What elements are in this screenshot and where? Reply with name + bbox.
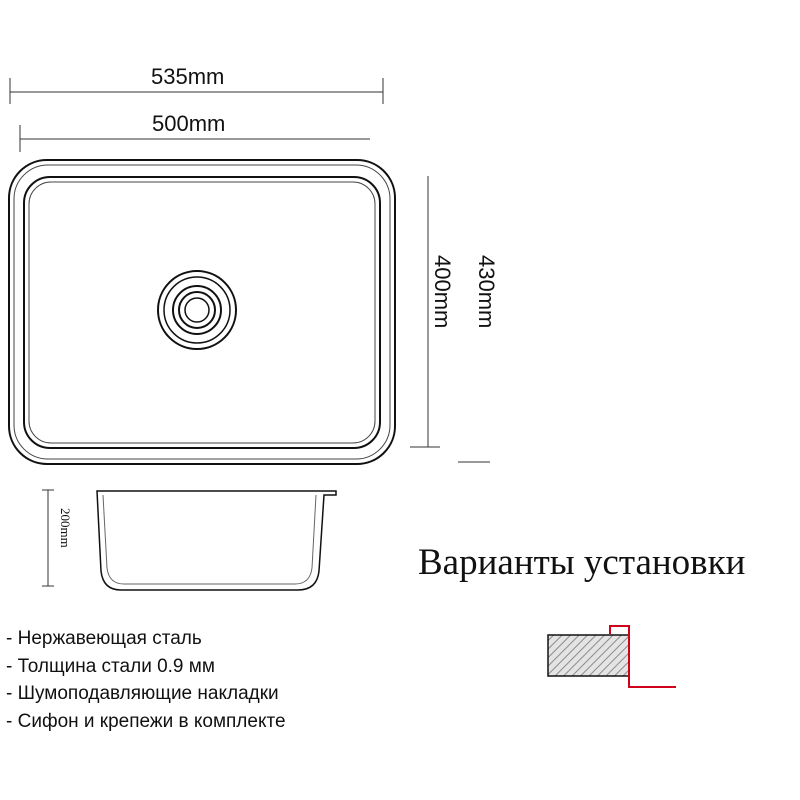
depth-label: 200mm [58,508,73,548]
feature-list: - Нержавеющая сталь - Толщина стали 0.9 … [6,625,286,735]
drain [157,270,237,350]
feature-item: - Сифон и крепежи в комплекте [6,710,286,732]
undermount-installation-icon [547,625,676,688]
height-dimension [410,176,490,463]
sink-side-view [42,489,337,591]
inner-width-dimension [19,125,370,152]
outer-width-label: 535mm [151,64,225,89]
feature-item: - Шумоподавляющие накладки [6,683,279,704]
installation-variants-title: Варианты установки [418,542,746,583]
outer-width-dimension [9,78,384,104]
outer-height-label: 430mm [474,255,499,329]
feature-item: - Нержавеющая сталь [6,628,202,649]
inner-width-label: 500mm [152,111,226,136]
inner-height-label: 400mm [430,255,455,329]
feature-item: - Толщина стали 0.9 мм [6,655,215,677]
sink-top-view [8,159,396,465]
